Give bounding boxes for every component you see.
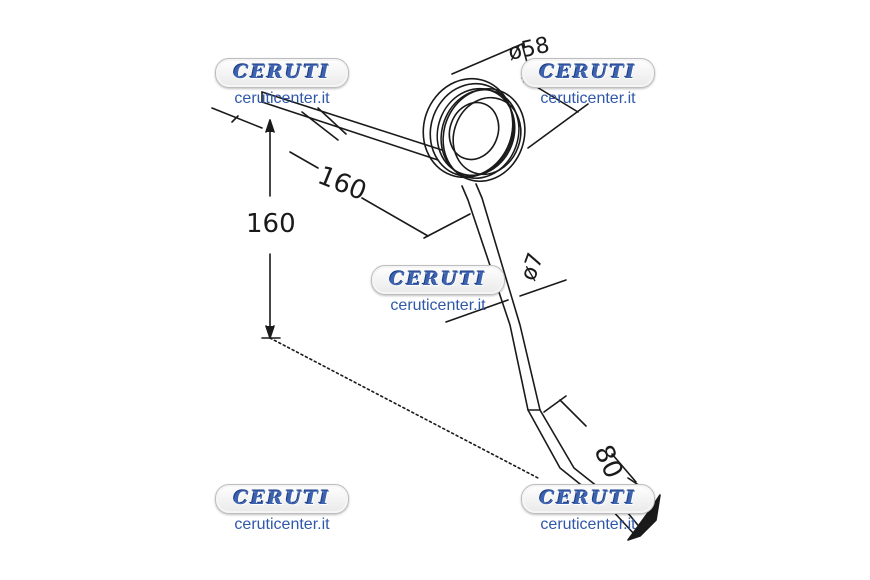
tine-wire xyxy=(461,183,643,536)
watermark-logo: CERUTI xyxy=(215,484,349,514)
watermark-url: ceruticenter.it xyxy=(390,297,486,314)
coil-spring xyxy=(422,77,526,183)
mounting-arm xyxy=(261,91,443,161)
watermark: CERUTI ceruticenter.it xyxy=(518,58,658,108)
arm-length-dimension xyxy=(211,107,471,239)
watermark: CERUTI ceruticenter.it xyxy=(518,484,658,534)
wire-diameter-label: ø7 xyxy=(516,250,549,284)
watermark: CERUTI ceruticenter.it xyxy=(368,265,508,315)
watermark-url: ceruticenter.it xyxy=(540,516,636,533)
watermark-url: ceruticenter.it xyxy=(234,90,330,107)
watermark-logo: CERUTI xyxy=(521,58,655,88)
watermark-url: ceruticenter.it xyxy=(234,516,330,533)
height-label: 160 xyxy=(246,209,296,239)
tine-tip xyxy=(627,494,661,541)
tine-length-label: 80 xyxy=(588,441,629,483)
watermark-logo: CERUTI xyxy=(371,265,505,295)
watermark-logo: CERUTI xyxy=(215,58,349,88)
watermark: CERUTI ceruticenter.it xyxy=(212,58,352,108)
height-dimension xyxy=(261,119,539,479)
watermark-url: ceruticenter.it xyxy=(540,90,636,107)
watermark-logo: CERUTI xyxy=(521,484,655,514)
arm-length-label: 160 xyxy=(313,161,370,207)
tine-length-dimension xyxy=(543,395,647,491)
watermark: CERUTI ceruticenter.it xyxy=(212,484,352,534)
wire-diameter-dimension xyxy=(445,279,567,323)
